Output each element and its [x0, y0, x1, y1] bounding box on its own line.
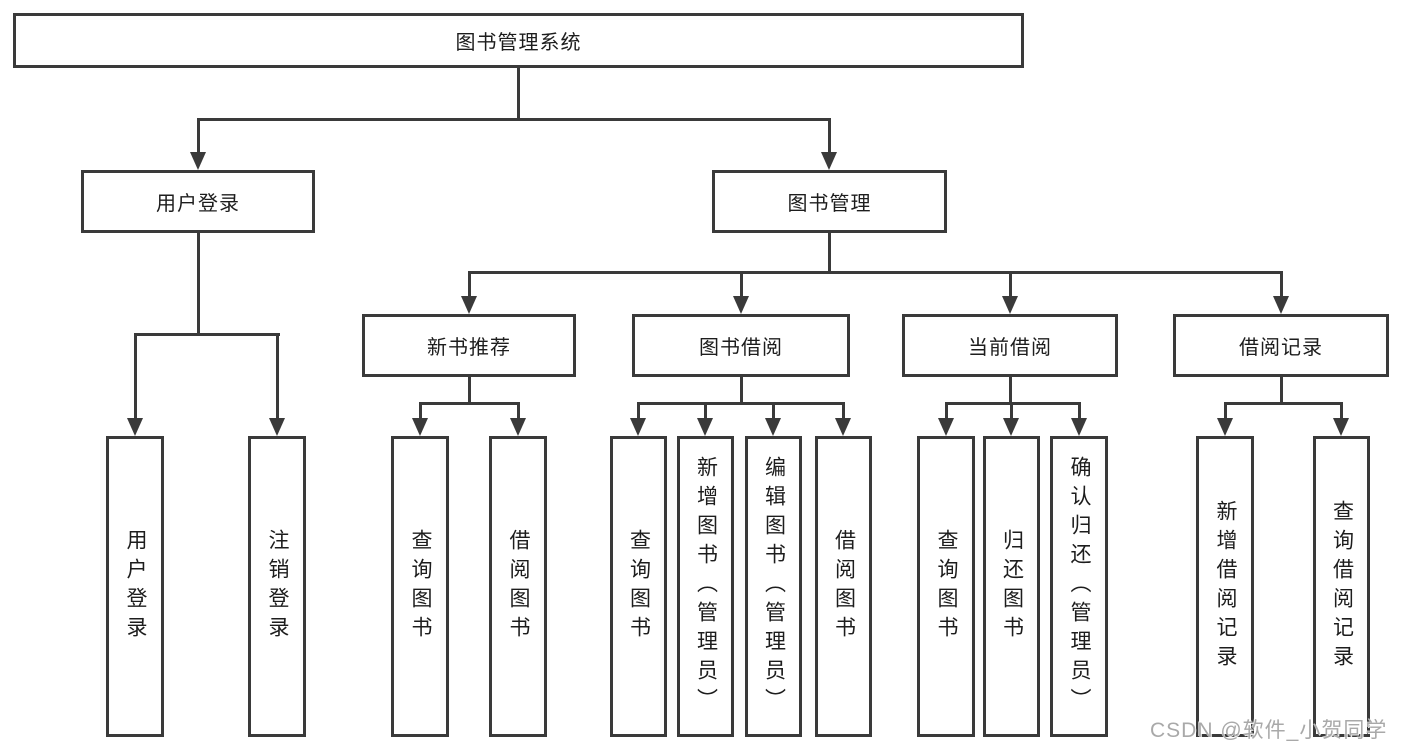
- connector-root-bar: [197, 118, 831, 121]
- connector-borrow-records-drop-1: [1224, 404, 1227, 422]
- leaf-edit-books-admin: 编辑图书（管理员）: [745, 436, 802, 737]
- connector-book-mgmt-drop-4: [1280, 273, 1283, 300]
- connector-root-stem: [517, 68, 520, 120]
- leaf-borrow-books: 借阅图书: [815, 436, 872, 737]
- arrow-down-icon: [269, 418, 285, 436]
- arrow-down-icon: [733, 296, 749, 314]
- arrow-down-icon: [697, 418, 713, 436]
- node-library-system: 图书管理系统: [13, 13, 1024, 68]
- connector-book-borrow-drop-3: [772, 404, 775, 422]
- connector-user-login-bar: [134, 333, 280, 336]
- connector-book-borrow-bar: [637, 402, 845, 405]
- connector-new-book-bar: [419, 402, 520, 405]
- leaf-borrow-books-recommend: 借阅图书: [489, 436, 547, 737]
- arrow-down-icon: [1071, 418, 1087, 436]
- arrow-down-icon: [1217, 418, 1233, 436]
- connector-book-borrow-drop-2: [704, 404, 707, 422]
- connector-book-borrow-drop-1: [637, 404, 640, 422]
- arrow-down-icon: [1002, 296, 1018, 314]
- leaf-add-books-admin: 新增图书（管理员）: [677, 436, 734, 737]
- leaf-query-borrow-record: 查询借阅记录: [1313, 436, 1370, 737]
- leaf-user-login: 用户登录: [106, 436, 164, 737]
- leaf-return-books: 归还图书: [983, 436, 1040, 737]
- connector-current-borrow-stem: [1009, 377, 1012, 404]
- leaf-query-books-current: 查询图书: [917, 436, 975, 737]
- arrow-down-icon: [765, 418, 781, 436]
- connector-root-drop-left: [197, 120, 200, 156]
- connector-user-login-stem: [197, 233, 200, 336]
- arrow-down-icon: [510, 418, 526, 436]
- node-current-borrow: 当前借阅: [902, 314, 1118, 377]
- node-user-login: 用户登录: [81, 170, 315, 233]
- leaf-query-books-borrow: 查询图书: [610, 436, 667, 737]
- arrow-down-icon: [127, 418, 143, 436]
- connector-user-login-drop-1: [134, 335, 137, 422]
- connector-book-mgmt-stem: [828, 233, 831, 273]
- csdn-watermark: CSDN @软件_小贺同学: [1150, 719, 1388, 742]
- connector-new-book-stem: [468, 377, 471, 404]
- connector-book-borrow-stem: [740, 377, 743, 404]
- connector-book-mgmt-drop-2: [740, 273, 743, 300]
- node-new-book-recommend: 新书推荐: [362, 314, 576, 377]
- arrow-down-icon: [821, 152, 837, 170]
- leaf-query-books-recommend: 查询图书: [391, 436, 449, 737]
- arrow-down-icon: [1273, 296, 1289, 314]
- arrow-down-icon: [190, 152, 206, 170]
- node-book-borrow: 图书借阅: [632, 314, 850, 377]
- leaf-confirm-return-admin: 确认归还（管理员）: [1050, 436, 1108, 737]
- connector-new-book-drop-1: [419, 404, 422, 422]
- connector-root-drop-right: [828, 120, 831, 156]
- connector-book-mgmt-bar: [468, 271, 1283, 274]
- node-book-management: 图书管理: [712, 170, 947, 233]
- arrow-down-icon: [835, 418, 851, 436]
- connector-current-borrow-drop-2: [1010, 404, 1013, 422]
- connector-book-mgmt-drop-1: [468, 273, 471, 300]
- connector-current-borrow-drop-1: [945, 404, 948, 422]
- leaf-logout: 注销登录: [248, 436, 306, 737]
- connector-new-book-drop-2: [517, 404, 520, 422]
- arrow-down-icon: [1333, 418, 1349, 436]
- connector-current-borrow-drop-3: [1078, 404, 1081, 422]
- arrow-down-icon: [938, 418, 954, 436]
- connector-book-borrow-drop-4: [842, 404, 845, 422]
- connector-book-mgmt-drop-3: [1009, 273, 1012, 300]
- arrow-down-icon: [630, 418, 646, 436]
- connector-user-login-drop-2: [276, 335, 279, 422]
- arrow-down-icon: [461, 296, 477, 314]
- connector-current-borrow-bar: [945, 402, 1081, 405]
- leaf-add-borrow-record: 新增借阅记录: [1196, 436, 1254, 737]
- arrow-down-icon: [412, 418, 428, 436]
- connector-borrow-records-bar: [1224, 402, 1343, 405]
- node-borrow-records: 借阅记录: [1173, 314, 1389, 377]
- connector-borrow-records-stem: [1280, 377, 1283, 404]
- connector-borrow-records-drop-2: [1340, 404, 1343, 422]
- arrow-down-icon: [1003, 418, 1019, 436]
